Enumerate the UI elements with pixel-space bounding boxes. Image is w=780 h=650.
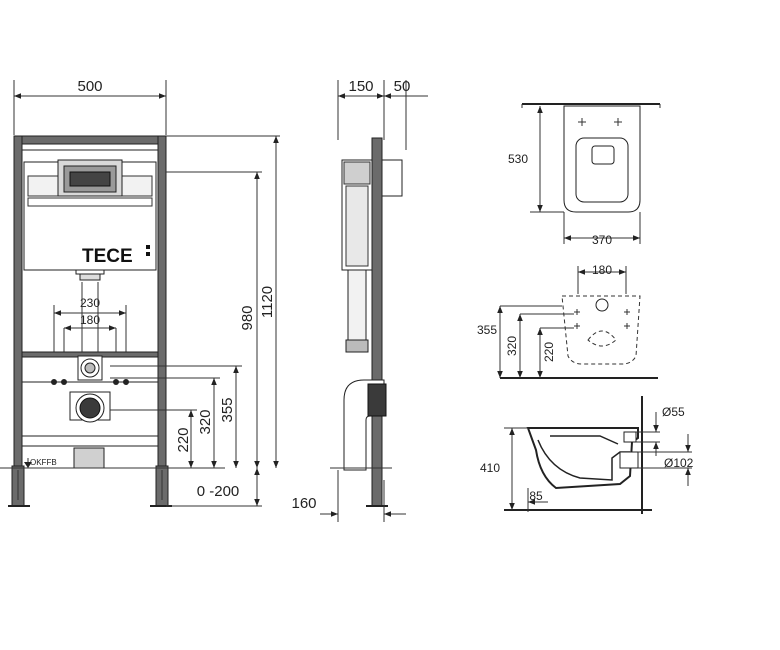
- dim-inlet-diameter: Ø55: [662, 405, 685, 419]
- dim-180: 180: [80, 313, 100, 327]
- floor-label: OKFFB: [30, 458, 57, 467]
- dim-220: 220: [175, 427, 192, 452]
- bowl-side-view: 410 85 Ø55 Ø102: [480, 396, 694, 514]
- bolt-dimensions: 230 180: [53, 296, 127, 382]
- dim-bowl-width: 370: [592, 233, 612, 247]
- dim-bowl-length: 530: [508, 152, 528, 166]
- dim-depth-160: 160: [291, 495, 316, 512]
- cistern: TECE: [23, 159, 157, 281]
- dim-rear-bolts: 180: [592, 263, 612, 277]
- dim-320: 320: [197, 409, 214, 434]
- dim-outlet-diameter: Ø102: [664, 456, 694, 470]
- bowl-rear-view: 180 355 320 220: [477, 263, 658, 379]
- dim-depth-50: 50: [394, 78, 411, 95]
- dim-depth-150: 150: [348, 78, 373, 95]
- front-view: 500 TECE: [0, 78, 280, 507]
- dim-rear-320: 320: [505, 336, 519, 356]
- dim-bowl-offset: 85: [529, 489, 543, 503]
- drain-pipe: [69, 391, 111, 469]
- bowl-top-view: 530 370: [508, 103, 661, 247]
- dim-355: 355: [219, 397, 236, 422]
- dim-230: 230: [80, 296, 100, 310]
- installation-frame: [8, 135, 172, 507]
- side-view: 150 50 160: [291, 78, 428, 522]
- dim-rear-355: 355: [477, 323, 497, 337]
- dim-980: 980: [239, 305, 256, 330]
- dim-1120: 1120: [259, 286, 276, 318]
- brand-logo: TECE: [82, 246, 133, 267]
- dim-width-500: 500: [77, 78, 102, 95]
- crossbar: [21, 351, 159, 385]
- dim-floor-adjust: 0 -200: [197, 483, 240, 500]
- dim-rear-220: 220: [542, 342, 556, 362]
- dim-bowl-height: 410: [480, 461, 500, 475]
